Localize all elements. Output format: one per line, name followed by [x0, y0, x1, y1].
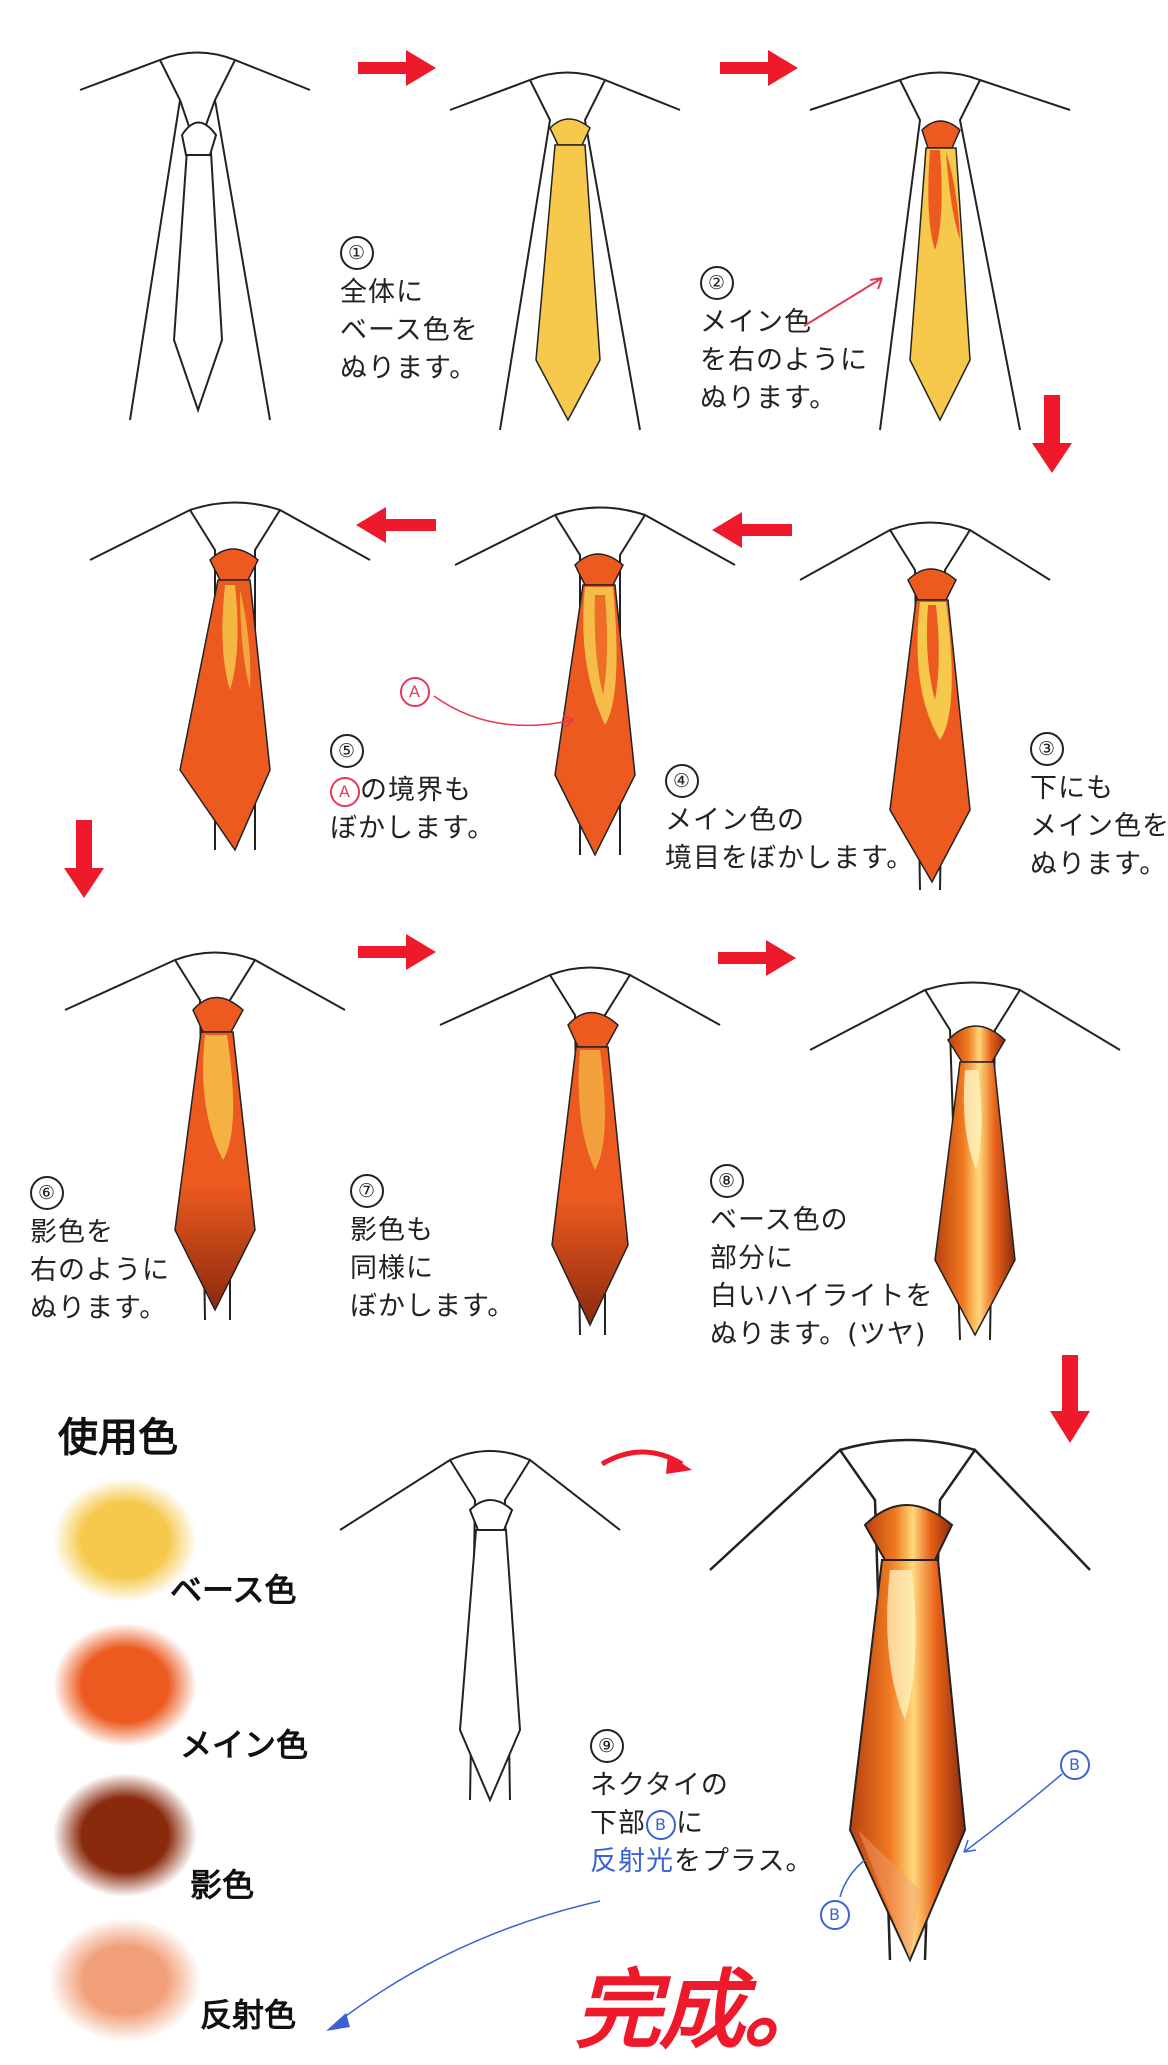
final-tie-illustration — [690, 1420, 1110, 1980]
step-9-line-2-tail: に — [676, 1808, 704, 1839]
step-8-number: ⑧ — [710, 1164, 744, 1198]
step-4-caption: ④ メイン色の 境目をぼかします。 — [665, 760, 914, 878]
step-4-illustration — [445, 495, 745, 875]
down-arrow-icon — [1050, 1355, 1090, 1443]
main-color-swatch — [53, 1623, 197, 1747]
step-4-line-1: メイン色の — [665, 805, 805, 836]
step-6-line-1: 影色を — [30, 1217, 114, 1248]
step-2-line-2: を右のように — [700, 345, 868, 376]
pointer-arrow-icon — [803, 277, 883, 327]
base-sketch-illustration — [330, 1430, 630, 1810]
shadow-color-label: 影色 — [190, 1866, 255, 1904]
step-2-line-1: メイン色 — [700, 307, 812, 338]
step-3-number: ③ — [1030, 732, 1064, 766]
step-8-caption: ⑧ ベース色の 部分に 白いハイライトを ぬります。(ツヤ) — [710, 1160, 933, 1354]
down-arrow-icon — [1032, 395, 1072, 473]
left-arrow-icon — [712, 512, 792, 548]
step-1-number: ① — [340, 236, 374, 270]
step-2-caption: ② メイン色 を右のように ぬります。 — [700, 262, 868, 418]
mark-a-label: A — [400, 672, 430, 710]
step-3-line-3: ぬります。 — [1030, 849, 1168, 880]
step-3-line-1: 下にも — [1030, 773, 1114, 804]
base-color-label: ベース色 — [170, 1571, 297, 1609]
main-color-label: メイン色 — [180, 1726, 309, 1764]
reflect-color-label: 反射色 — [200, 1996, 297, 2034]
step-8-line-1: ベース色の — [710, 1205, 849, 1236]
base-color-swatch — [53, 1478, 197, 1602]
step-6-line-2: 右のように — [30, 1255, 170, 1286]
step-8-line-2: 部分に — [710, 1243, 794, 1274]
step-8-line-3: 白いハイライトを — [710, 1281, 934, 1312]
step-3-illustration — [790, 510, 1060, 900]
reflect-color-swatch — [49, 1918, 201, 2042]
shadow-color-swatch — [53, 1773, 197, 1897]
step-9-line-3-tail: をプラス。 — [674, 1846, 814, 1877]
step-7-line-2: 同様に — [350, 1253, 434, 1284]
step-5-number: ⑤ — [330, 734, 364, 768]
step-5-line-1: の境界も — [360, 775, 472, 806]
step-2-number: ② — [700, 266, 734, 300]
step-7-line-3: ぼかします。 — [350, 1291, 516, 1322]
step-1-caption: ① 全体に ベース色を ぬります。 — [340, 232, 479, 388]
curved-arrow-icon — [600, 1449, 692, 1474]
step-2-illustration — [800, 60, 1080, 440]
mark-b-right-label: B — [1060, 1745, 1090, 1783]
step-5-illustration — [80, 490, 380, 870]
mark-b-icon: B — [646, 1809, 676, 1840]
step-8-line-4: ぬります。(ツヤ) — [710, 1319, 927, 1350]
step-3-caption: ③ 下にも メイン色を ぬります。 — [1030, 728, 1168, 884]
step-1-result-illustration — [440, 60, 690, 440]
step-6-line-3: ぬります。 — [30, 1293, 168, 1324]
step-4-line-2: 境目をぼかします。 — [665, 843, 915, 874]
step-8-illustration — [800, 960, 1130, 1350]
step-7-number: ⑦ — [350, 1174, 384, 1208]
step-1-illustration — [70, 40, 320, 430]
legend-title: 使用色 — [58, 1415, 178, 1461]
pointer-arrow-icon — [433, 695, 575, 728]
step-6-caption: ⑥ 影色を 右のように ぬります。 — [30, 1172, 170, 1328]
step-3-line-2: メイン色を — [1030, 811, 1168, 842]
step-9-line-2-head: 下部 — [590, 1808, 646, 1839]
right-arrow-icon — [718, 940, 796, 976]
mark-b-left-label: B — [820, 1895, 850, 1933]
step-9-number: ⑨ — [590, 1729, 624, 1763]
pointer-arrow-icon — [963, 1773, 1063, 1853]
left-arrow-icon — [356, 507, 436, 543]
mark-a-icon: A — [330, 776, 360, 807]
pointer-arrow-icon — [839, 1858, 867, 1898]
right-arrow-icon — [358, 934, 436, 970]
step-1-line-2: ベース色を — [340, 315, 479, 346]
step-6-number: ⑥ — [30, 1176, 64, 1210]
right-arrow-icon — [720, 50, 798, 86]
mark-b-icon: B — [820, 1899, 850, 1930]
step-9-line-3-blue: 反射光 — [590, 1846, 674, 1877]
mark-a-icon: A — [400, 676, 430, 707]
step-9-line-1: ネクタイの — [590, 1770, 729, 1801]
step-6-illustration — [55, 940, 355, 1330]
step-4-number: ④ — [665, 764, 699, 798]
down-arrow-icon — [64, 820, 104, 898]
step-7-line-1: 影色も — [350, 1215, 434, 1246]
step-1-line-3: ぬります。 — [340, 353, 478, 384]
step-7-illustration — [430, 955, 730, 1345]
step-7-caption: ⑦ 影色も 同様に ぼかします。 — [350, 1170, 515, 1326]
right-arrow-icon — [358, 50, 436, 86]
mark-b-icon: B — [1060, 1749, 1090, 1780]
step-1-line-1: 全体に — [340, 277, 424, 308]
pointer-arrow-icon — [326, 1900, 601, 2031]
step-5-line-2: ぼかします。 — [330, 813, 496, 844]
final-label: 完成。 — [575, 1961, 829, 2061]
step-2-line-3: ぬります。 — [700, 383, 838, 414]
